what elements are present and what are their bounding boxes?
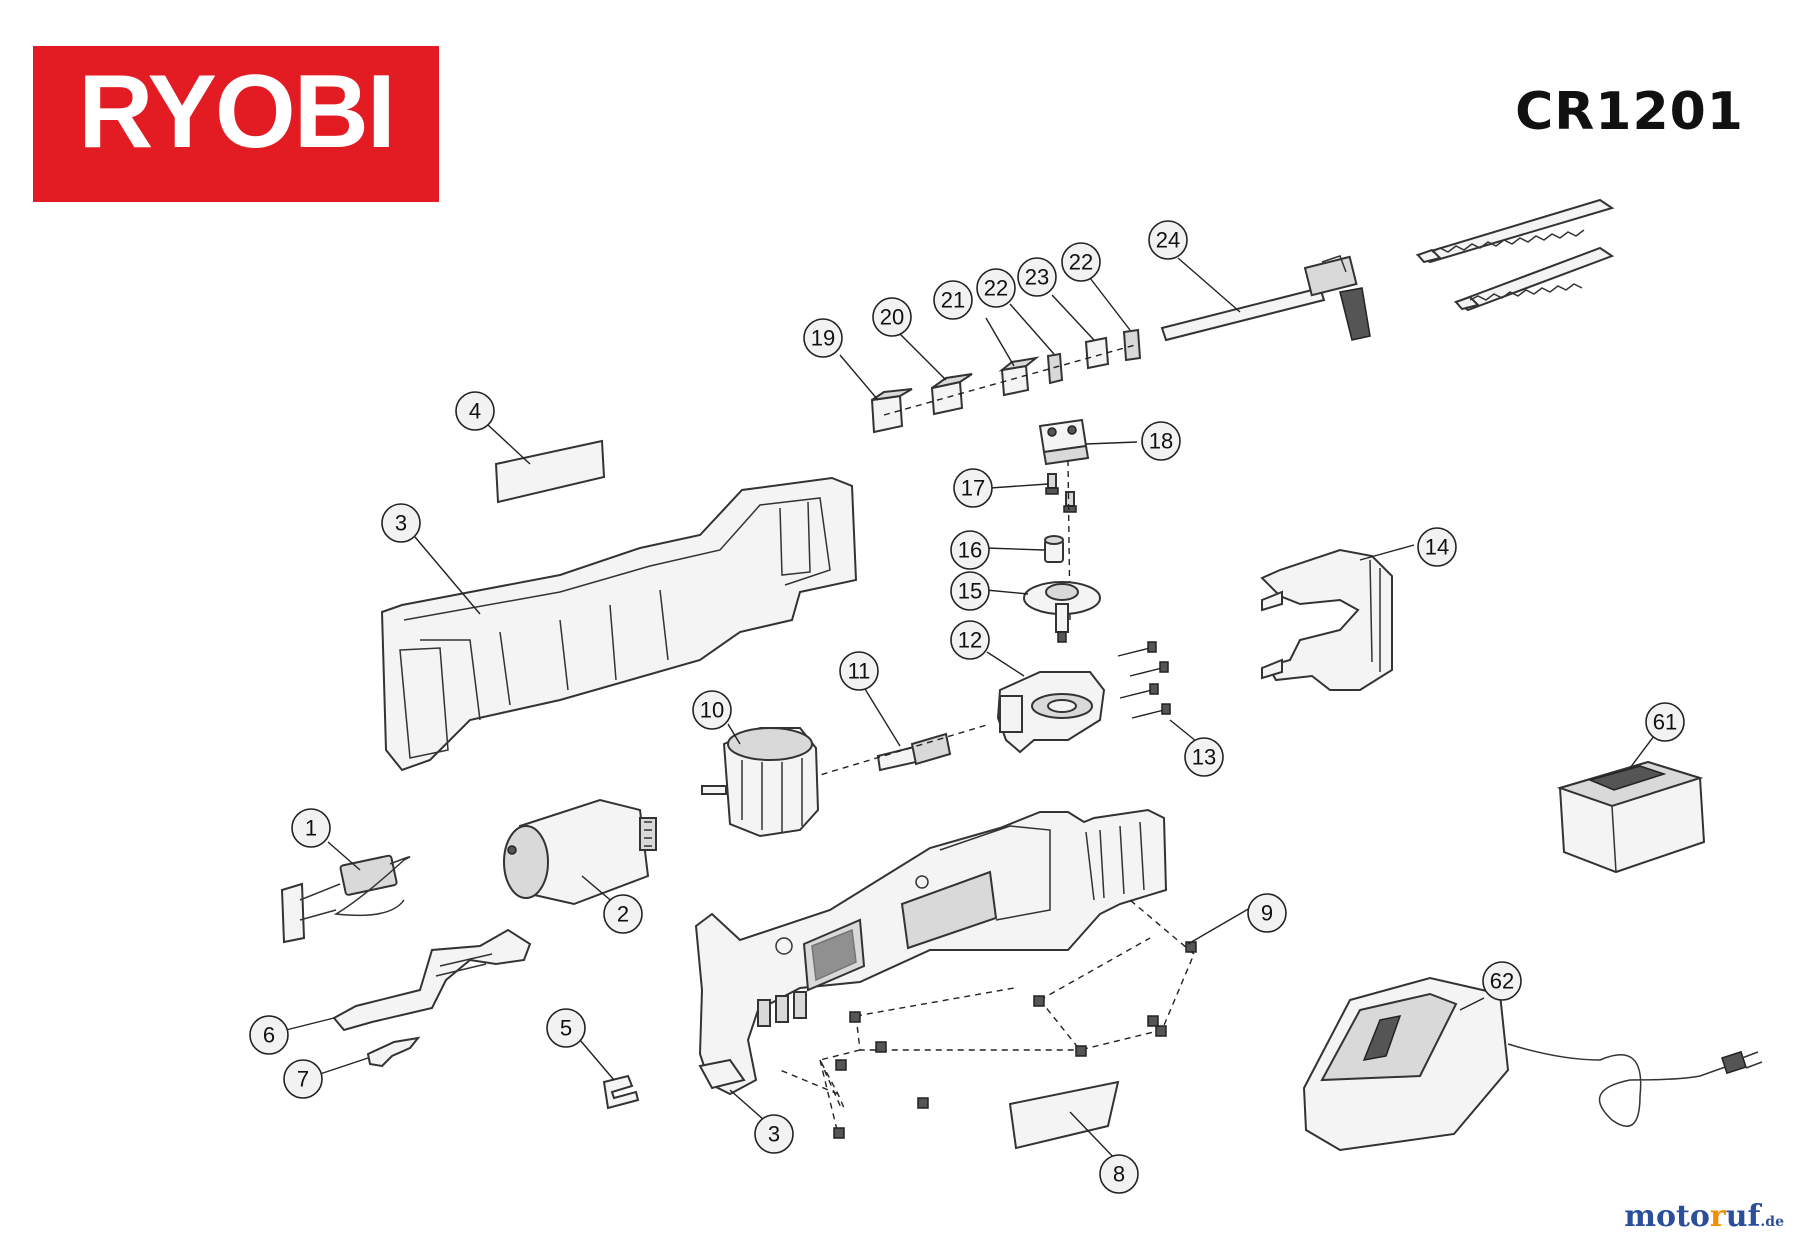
svg-text:14: 14 <box>1425 535 1449 560</box>
callout-10: 10 <box>692 690 732 730</box>
part-13-screws <box>1117 641 1171 719</box>
part-8-label <box>1008 1080 1120 1150</box>
callout-7: 7 <box>283 1059 323 1099</box>
svg-text:3: 3 <box>768 1122 780 1147</box>
callout-61: 61 <box>1645 702 1685 742</box>
svg-text:2: 2 <box>617 902 629 927</box>
part-22a <box>1046 352 1064 385</box>
callout-21: 21 <box>933 280 973 320</box>
callout-5: 5 <box>546 1008 586 1048</box>
watermark-suffix: uf <box>1725 1199 1761 1234</box>
callout-2: 2 <box>603 894 643 934</box>
svg-text:3: 3 <box>395 511 407 536</box>
callout-24: 24 <box>1148 220 1188 260</box>
callout-1: 1 <box>291 808 331 848</box>
svg-text:22: 22 <box>984 276 1008 301</box>
callout-4: 4 <box>455 391 495 431</box>
watermark-accent: r <box>1709 1199 1726 1234</box>
svg-text:20: 20 <box>880 305 904 330</box>
svg-text:8: 8 <box>1113 1162 1125 1187</box>
svg-text:5: 5 <box>560 1016 572 1041</box>
svg-text:9: 9 <box>1261 901 1273 926</box>
svg-text:18: 18 <box>1149 429 1173 454</box>
callout-22-right: 22 <box>1061 242 1101 282</box>
part-22b <box>1122 328 1142 362</box>
callout-6: 6 <box>249 1015 289 1055</box>
part-61-battery <box>1556 760 1706 874</box>
svg-text:24: 24 <box>1156 228 1180 253</box>
svg-text:6: 6 <box>263 1023 275 1048</box>
svg-text:4: 4 <box>469 399 481 424</box>
part-12-gear-housing <box>996 671 1106 754</box>
part-15-gear <box>1023 581 1101 643</box>
motoruf-watermark: motoruf.de <box>1624 1199 1784 1234</box>
part-1-switch <box>280 854 411 944</box>
part-16-pin <box>1044 535 1064 563</box>
part-17-screws <box>1045 473 1077 513</box>
part-housing-right <box>694 808 1168 1096</box>
part-blades <box>1415 198 1615 312</box>
svg-text:19: 19 <box>811 326 835 351</box>
callout-18: 18 <box>1141 421 1181 461</box>
callout-3-top: 3 <box>381 503 421 543</box>
model-number: CR1201 <box>1515 82 1744 142</box>
part-7-clip <box>366 1036 421 1068</box>
svg-text:17: 17 <box>961 476 985 501</box>
part-19 <box>870 388 913 434</box>
callout-12: 12 <box>950 620 990 660</box>
part-10-gearbox <box>701 727 820 838</box>
ryobi-logo: RYOBI <box>33 46 439 202</box>
watermark-prefix: moto <box>1624 1199 1710 1234</box>
callout-leaders <box>285 257 1655 1163</box>
callout-20: 20 <box>872 297 912 337</box>
part-housing-left <box>380 476 858 772</box>
callout-9: 9 <box>1247 893 1287 933</box>
part-21 <box>998 356 1040 397</box>
callout-11: 11 <box>839 651 879 691</box>
svg-text:12: 12 <box>958 628 982 653</box>
svg-text:16: 16 <box>958 538 982 563</box>
part-9-screws <box>779 899 1197 1139</box>
svg-text:1: 1 <box>305 816 317 841</box>
part-label-plate <box>494 439 606 504</box>
callout-16: 16 <box>950 530 990 570</box>
svg-text:10: 10 <box>700 698 724 723</box>
svg-text:21: 21 <box>941 288 965 313</box>
part-plunger <box>1160 255 1371 342</box>
callout-22-left: 22 <box>976 268 1016 308</box>
callout-13: 13 <box>1184 737 1224 777</box>
part-62-charger <box>1302 976 1763 1152</box>
callout-3-bottom: 3 <box>754 1114 794 1154</box>
svg-text:22: 22 <box>1069 250 1093 275</box>
part-14-clip <box>1260 548 1393 691</box>
axis-line-motor <box>789 723 991 785</box>
callout-62: 62 <box>1482 961 1522 1001</box>
svg-text:61: 61 <box>1653 710 1677 735</box>
svg-text:11: 11 <box>848 659 871 684</box>
part-5-spring-clip <box>602 1074 640 1110</box>
part-2-motor <box>503 798 657 906</box>
svg-text:13: 13 <box>1192 745 1216 770</box>
svg-text:15: 15 <box>958 579 982 604</box>
svg-text:23: 23 <box>1025 265 1049 290</box>
callout-8: 8 <box>1099 1154 1139 1194</box>
svg-text:7: 7 <box>297 1067 309 1092</box>
logo-text: RYOBI <box>78 54 396 170</box>
part-6-trigger <box>332 928 532 1032</box>
callout-15: 15 <box>950 571 990 611</box>
part-20 <box>930 373 973 416</box>
callout-17: 17 <box>953 468 993 508</box>
svg-text:62: 62 <box>1490 969 1514 994</box>
callout-23: 23 <box>1017 257 1057 297</box>
part-11-shaft <box>876 732 952 772</box>
watermark-tld: .de <box>1760 1214 1784 1230</box>
callout-14: 14 <box>1417 527 1457 567</box>
part-23 <box>1084 336 1110 370</box>
callout-19: 19 <box>803 318 843 358</box>
part-18-bracket <box>1038 418 1090 466</box>
